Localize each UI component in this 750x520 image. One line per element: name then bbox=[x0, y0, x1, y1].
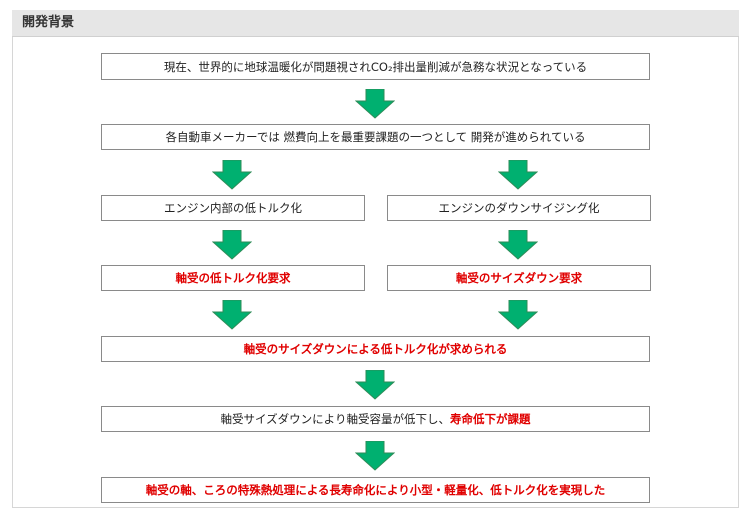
flow-text-automakers: 各自動車メーカーでは 燃費向上を最重要課題の一つとして 開発が進められている bbox=[165, 130, 586, 144]
flow-text-life-issue: 軸受サイズダウンにより軸受容量が低下し、寿命低下が課題 bbox=[221, 412, 531, 426]
flow-text-result: 軸受の軸、ころの特殊熱処理による長寿命化により小型・軽量化、低トルク化を実現した bbox=[145, 483, 606, 497]
flow-text-engine-low-torque: エンジン内部の低トルク化 bbox=[164, 201, 302, 215]
down-arrow-icon bbox=[498, 160, 538, 190]
flow-text-downsizing-low-torque: 軸受のサイズダウンによる低トルク化が求められる bbox=[243, 342, 508, 356]
section-title: 開発背景 bbox=[22, 15, 75, 30]
down-arrow-icon bbox=[498, 300, 538, 330]
flow-box-downsizing-low-torque: 軸受のサイズダウンによる低トルク化が求められる bbox=[101, 336, 650, 362]
flow-text-life-issue-emphasis: 寿命低下が課題 bbox=[449, 412, 531, 426]
flow-box-result: 軸受の軸、ころの特殊熱処理による長寿命化により小型・軽量化、低トルク化を実現した bbox=[101, 477, 650, 503]
flow-box-automakers: 各自動車メーカーでは 燃費向上を最重要課題の一つとして 開発が進められている bbox=[101, 124, 650, 150]
flow-box-bearing-downsizing: 軸受のサイズダウン要求 bbox=[387, 265, 651, 291]
flow-text-global-warming: 現在、世界的に地球温暖化が問題視されCO₂排出量削減が急務な状況となっている bbox=[163, 59, 588, 74]
down-arrow-icon bbox=[498, 230, 538, 260]
down-arrow-icon bbox=[355, 441, 395, 471]
flow-box-global-warming: 現在、世界的に地球温暖化が問題視されCO₂排出量削減が急務な状況となっている bbox=[101, 53, 650, 80]
flow-box-engine-low-torque: エンジン内部の低トルク化 bbox=[101, 195, 365, 221]
flow-text-bearing-downsizing: 軸受のサイズダウン要求 bbox=[455, 271, 583, 285]
flow-box-life-issue: 軸受サイズダウンにより軸受容量が低下し、寿命低下が課題 bbox=[101, 406, 650, 432]
development-background-panel bbox=[12, 10, 739, 508]
section-header: 開発背景 bbox=[12, 10, 739, 37]
down-arrow-icon bbox=[355, 89, 395, 119]
flow-box-engine-downsizing: エンジンのダウンサイジング化 bbox=[387, 195, 651, 221]
flow-box-bearing-low-torque: 軸受の低トルク化要求 bbox=[101, 265, 365, 291]
down-arrow-icon bbox=[212, 160, 252, 190]
flow-text-engine-downsizing: エンジンのダウンサイジング化 bbox=[438, 201, 600, 215]
flow-text-bearing-low-torque: 軸受の低トルク化要求 bbox=[175, 271, 291, 285]
down-arrow-icon bbox=[212, 230, 252, 260]
flow-text-life-issue-prefix: 軸受サイズダウンにより軸受容量が低下し、 bbox=[220, 412, 450, 426]
down-arrow-icon bbox=[212, 300, 252, 330]
down-arrow-icon bbox=[355, 370, 395, 400]
